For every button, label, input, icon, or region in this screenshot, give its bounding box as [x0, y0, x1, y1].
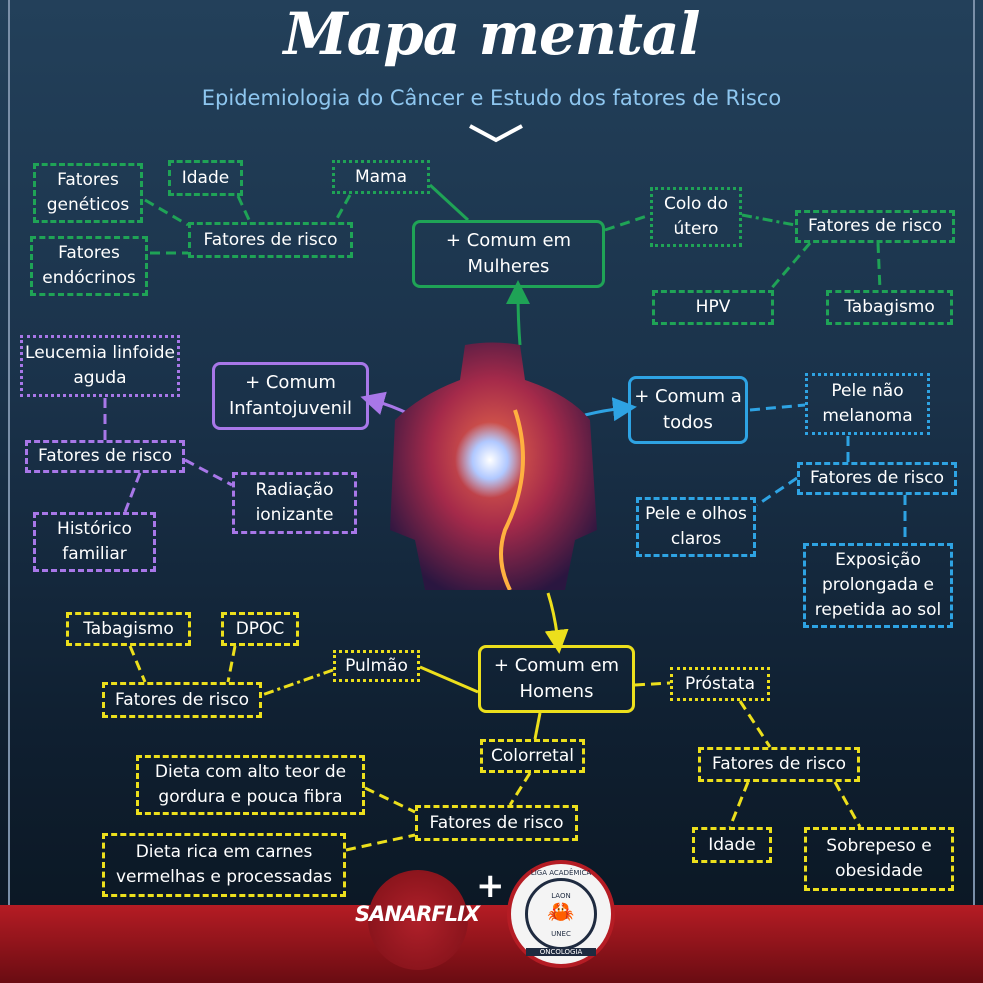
men-colorectal-risk-factors: Fatores de risco [415, 805, 578, 841]
women-smoking: Tabagismo [826, 290, 953, 325]
page-title: Mapa mental [283, 0, 701, 68]
men-copd: DPOC [221, 612, 299, 646]
women-hpv: HPV [652, 290, 774, 325]
all-light-skin-eyes: Pele e olhos claros [636, 497, 756, 557]
torso-image [390, 342, 597, 590]
men-prostate-risk-factors: Fatores de risco [698, 747, 860, 782]
page-subtitle: Epidemiologia do Câncer e Estudo dos fat… [201, 86, 782, 110]
sanarflix-logo-circle [368, 870, 468, 970]
men-diet-fat: Dieta com alto teor de gordura e pouca f… [136, 755, 365, 815]
crab-icon: 🦀 [547, 900, 575, 925]
children-radiation: Radiação ionizante [232, 472, 357, 534]
laon-name: LAON [551, 892, 571, 900]
men-colorectal: Colorretal [480, 739, 585, 773]
laon-unec: UNEC [551, 930, 571, 938]
sanarflix-logo: SANARFLIX [355, 902, 480, 926]
all-hub: + Comum a todos [628, 376, 748, 444]
men-obesity: Sobrepeso e obesidade [804, 827, 954, 891]
men-hub: + Comum em Homens [478, 645, 635, 713]
all-sun-exposure: Exposição prolongada e repetida ao sol [803, 543, 953, 628]
laon-top-text: LIGA ACADÊMICA [530, 869, 592, 877]
men-lung-risk-factors: Fatores de risco [102, 682, 262, 718]
frame-border [8, 0, 975, 983]
chevron-down-icon [469, 124, 523, 143]
men-smoking: Tabagismo [66, 612, 191, 646]
women-hub: + Comum em Mulheres [412, 220, 605, 288]
men-prostate: Próstata [670, 667, 770, 701]
women-breast: Mama [332, 160, 430, 194]
children-hub: + Comum Infantojuvenil [212, 362, 369, 430]
footer-band [0, 905, 983, 983]
plus-sign: + [476, 866, 505, 906]
men-age: Idade [692, 827, 772, 863]
children-risk-factors: Fatores de risco [25, 440, 185, 473]
women-endocrine-factors: Fatores endócrinos [30, 236, 148, 296]
women-age: Idade [168, 160, 243, 196]
all-risk-factors: Fatores de risco [797, 462, 957, 495]
laon-logo: LIGA ACADÊMICA LAON 🦀 UNEC ONCOLOGIA [507, 860, 615, 968]
children-family-history: Histórico familiar [33, 512, 156, 572]
women-cervix-risk-factors: Fatores de risco [795, 210, 955, 243]
women-breast-risk-factors: Fatores de risco [188, 222, 353, 258]
children-leukemia: Leucemia linfoide aguda [20, 335, 180, 397]
women-genetic-factors: Fatores genéticos [33, 163, 143, 223]
men-diet-meat: Dieta rica em carnes vermelhas e process… [102, 833, 346, 897]
laon-bottom-text: ONCOLOGIA [526, 948, 596, 956]
men-lung: Pulmão [333, 650, 420, 682]
women-cervix: Colo do útero [650, 187, 742, 247]
all-skin-cancer: Pele não melanoma [805, 373, 930, 435]
